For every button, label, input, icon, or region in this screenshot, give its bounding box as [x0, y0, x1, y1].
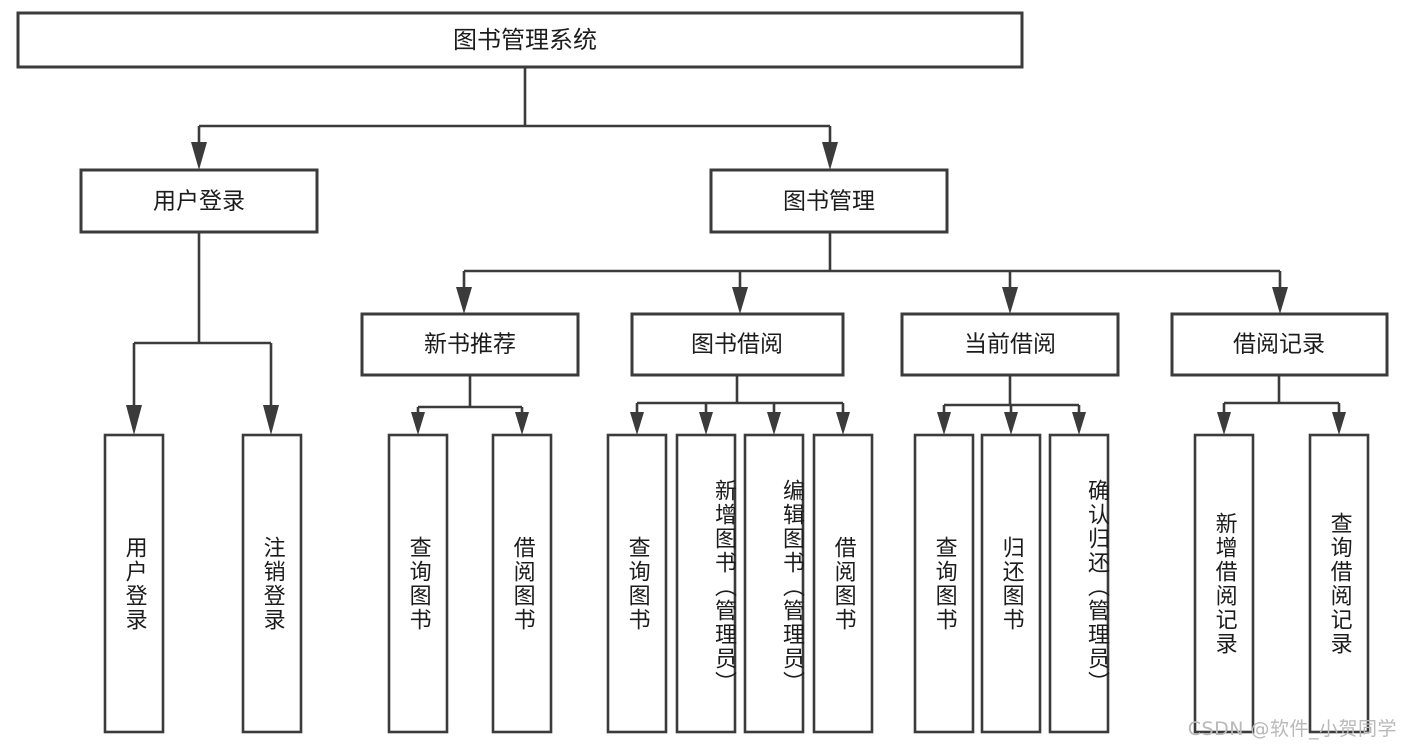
leaf-group-current-borrow	[913, 433, 1110, 734]
leaf-box-edit-book[interactable]	[743, 433, 805, 734]
leaf-label-borrow-book-1: 借阅图书	[509, 535, 535, 632]
node-book-borrow-box[interactable]	[630, 312, 845, 377]
leaf-box-return-book[interactable]	[980, 433, 1042, 734]
leaf-box-query-book-3[interactable]	[913, 433, 975, 734]
leaf-group-book-borrow	[606, 433, 874, 734]
arrow-head-new-book	[456, 287, 472, 314]
node-borrow-record-box[interactable]	[1170, 312, 1389, 377]
arrow-head-book-manage	[822, 142, 838, 170]
node-borrow-record-label: 借阅记录	[1233, 332, 1325, 358]
leaf-box-borrow-book-1[interactable]	[491, 433, 553, 734]
node-new-book-recommend[interactable]: 新书推荐	[360, 312, 580, 377]
leaf-box-query-record[interactable]	[1308, 433, 1370, 734]
leaf-label-add-record: 新增借阅记录	[1211, 511, 1237, 656]
connector-group-root	[191, 67, 838, 170]
leaf-label-confirm-return: 确认归还（管理员）	[1084, 478, 1109, 695]
arrow-head-leaf-edit-book	[767, 412, 781, 435]
leaf-label-query-book-3: 查询图书	[931, 535, 957, 632]
arrow-head-leaf-query-book-1	[411, 412, 425, 435]
node-user-login[interactable]: 用户登录	[79, 168, 319, 234]
node-borrow-record[interactable]: 借阅记录	[1170, 312, 1389, 377]
leaf-label-query-book-2: 查询图书	[624, 535, 650, 632]
node-user-login-box[interactable]	[79, 168, 319, 234]
connector-group-user-login-leaves	[126, 232, 279, 435]
node-book-manage[interactable]: 图书管理	[709, 168, 949, 234]
node-current-borrow-label: 当前借阅	[964, 332, 1056, 358]
node-book-borrow[interactable]: 图书借阅	[630, 312, 845, 377]
leaf-group-new-book-recommend	[387, 433, 553, 734]
arrow-head-leaf-query-record	[1332, 412, 1346, 435]
arrow-head-leaf-borrow-book-2	[836, 412, 850, 435]
node-root[interactable]: 图书管理系统	[16, 11, 1024, 69]
leaf-label-return-book: 归还图书	[998, 535, 1024, 632]
arrow-head-book-borrow	[732, 287, 748, 314]
node-new-book-recommend-box[interactable]	[360, 312, 580, 377]
arrow-head-borrow-record	[1272, 287, 1288, 314]
connector-group-current-borrow-leaves	[937, 375, 1086, 435]
connector-group-book-manage	[456, 232, 1288, 314]
node-root-label: 图书管理系统	[453, 26, 597, 54]
node-book-manage-label: 图书管理	[783, 189, 875, 215]
node-root-box[interactable]	[16, 11, 1024, 69]
leaf-box-query-book-2[interactable]	[606, 433, 668, 734]
arrow-head-current-borrow	[1002, 287, 1018, 314]
node-book-manage-box[interactable]	[709, 168, 949, 234]
connector-group-borrow-record-leaves	[1217, 375, 1346, 435]
arrow-head-leaf-add-book	[699, 412, 713, 435]
leaf-box-confirm-return[interactable]	[1048, 433, 1110, 734]
arrow-head-user-login	[191, 142, 207, 170]
node-current-borrow-box[interactable]	[900, 312, 1120, 377]
node-current-borrow[interactable]: 当前借阅	[900, 312, 1120, 377]
leaf-label-borrow-book-2: 借阅图书	[830, 535, 856, 632]
leaf-box-logout[interactable]	[241, 433, 303, 734]
leaf-label-user-login: 用户登录	[121, 535, 147, 632]
arrow-head-leaf-user-login	[126, 405, 142, 435]
leaf-box-borrow-book-2[interactable]	[812, 433, 874, 734]
arrow-head-leaf-query-book-2	[630, 412, 644, 435]
arrow-head-leaf-add-record	[1217, 412, 1231, 435]
connector-group-book-borrow-leaves	[630, 375, 850, 435]
leaf-box-add-record[interactable]	[1193, 433, 1255, 734]
leaf-label-query-book-1: 查询图书	[405, 535, 431, 632]
leaf-box-query-book-1[interactable]	[387, 433, 449, 734]
watermark-text: CSDN @软件_小贺同学	[1187, 718, 1397, 740]
arrow-head-leaf-borrow-book-1	[515, 412, 529, 435]
arrow-head-leaf-logout	[263, 405, 279, 435]
leaf-group-user-login	[103, 433, 303, 734]
leaf-label-query-record: 查询借阅记录	[1326, 511, 1352, 656]
node-user-login-label: 用户登录	[153, 189, 245, 215]
leaf-label-add-book: 新增图书（管理员）	[711, 478, 736, 695]
arrow-head-leaf-confirm-return	[1072, 412, 1086, 435]
leaf-label-logout: 注销登录	[259, 535, 285, 632]
connector-group-new-book-leaves	[411, 375, 529, 435]
node-book-borrow-label: 图书借阅	[691, 332, 783, 358]
leaf-box-user-login[interactable]	[103, 433, 165, 734]
leaf-box-add-book[interactable]	[675, 433, 737, 734]
arrow-head-leaf-query-book-3	[937, 412, 951, 435]
arrow-head-leaf-return-book	[1004, 412, 1018, 435]
node-new-book-recommend-label: 新书推荐	[424, 332, 516, 358]
leaf-label-edit-book: 编辑图书（管理员）	[779, 478, 804, 695]
leaf-group-borrow-record	[1193, 433, 1370, 734]
